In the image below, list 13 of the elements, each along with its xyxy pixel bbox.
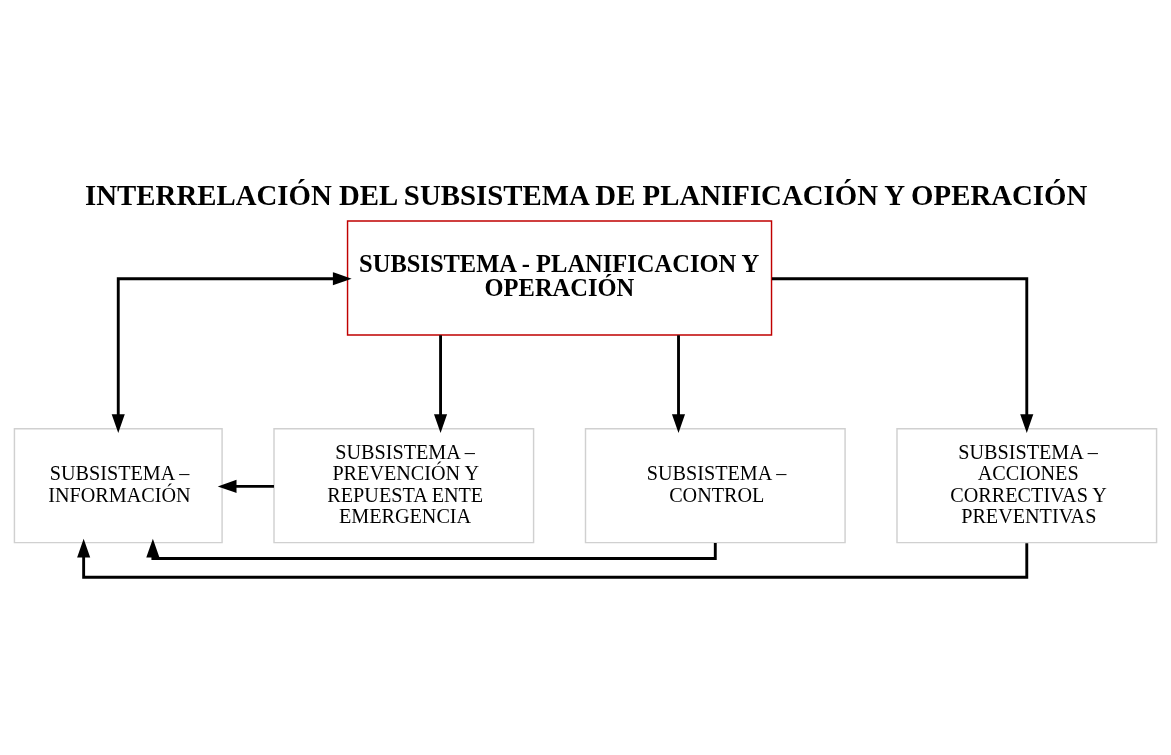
arrow xyxy=(217,479,274,493)
node-box: SUBSISTEMA – INFORMACIÓN xyxy=(13,427,223,544)
node-box: SUBSISTEMA – ACCIONES CORRECTIVAS Y PREVENTIVAS xyxy=(896,427,1158,544)
arrow xyxy=(77,538,1029,579)
diagram-title: INTERRELACIÓN DEL SUBSISTEMA DE PLANIFICACIÓN Y OPERACIÓN xyxy=(85,179,1088,212)
node-box: SUBSISTEMA – CONTROL xyxy=(584,427,846,544)
arrow xyxy=(772,277,1034,433)
arrow xyxy=(434,335,448,433)
node-box: SUBSISTEMA - PLANIFICACION Y OPERACIÓN xyxy=(346,220,773,336)
arrow xyxy=(111,272,352,433)
node-box: SUBSISTEMA – PREVENCIÓN Y REPUESTA ENTE EMERGENCIA xyxy=(273,427,535,544)
arrow xyxy=(146,538,717,560)
arrow xyxy=(671,335,686,433)
